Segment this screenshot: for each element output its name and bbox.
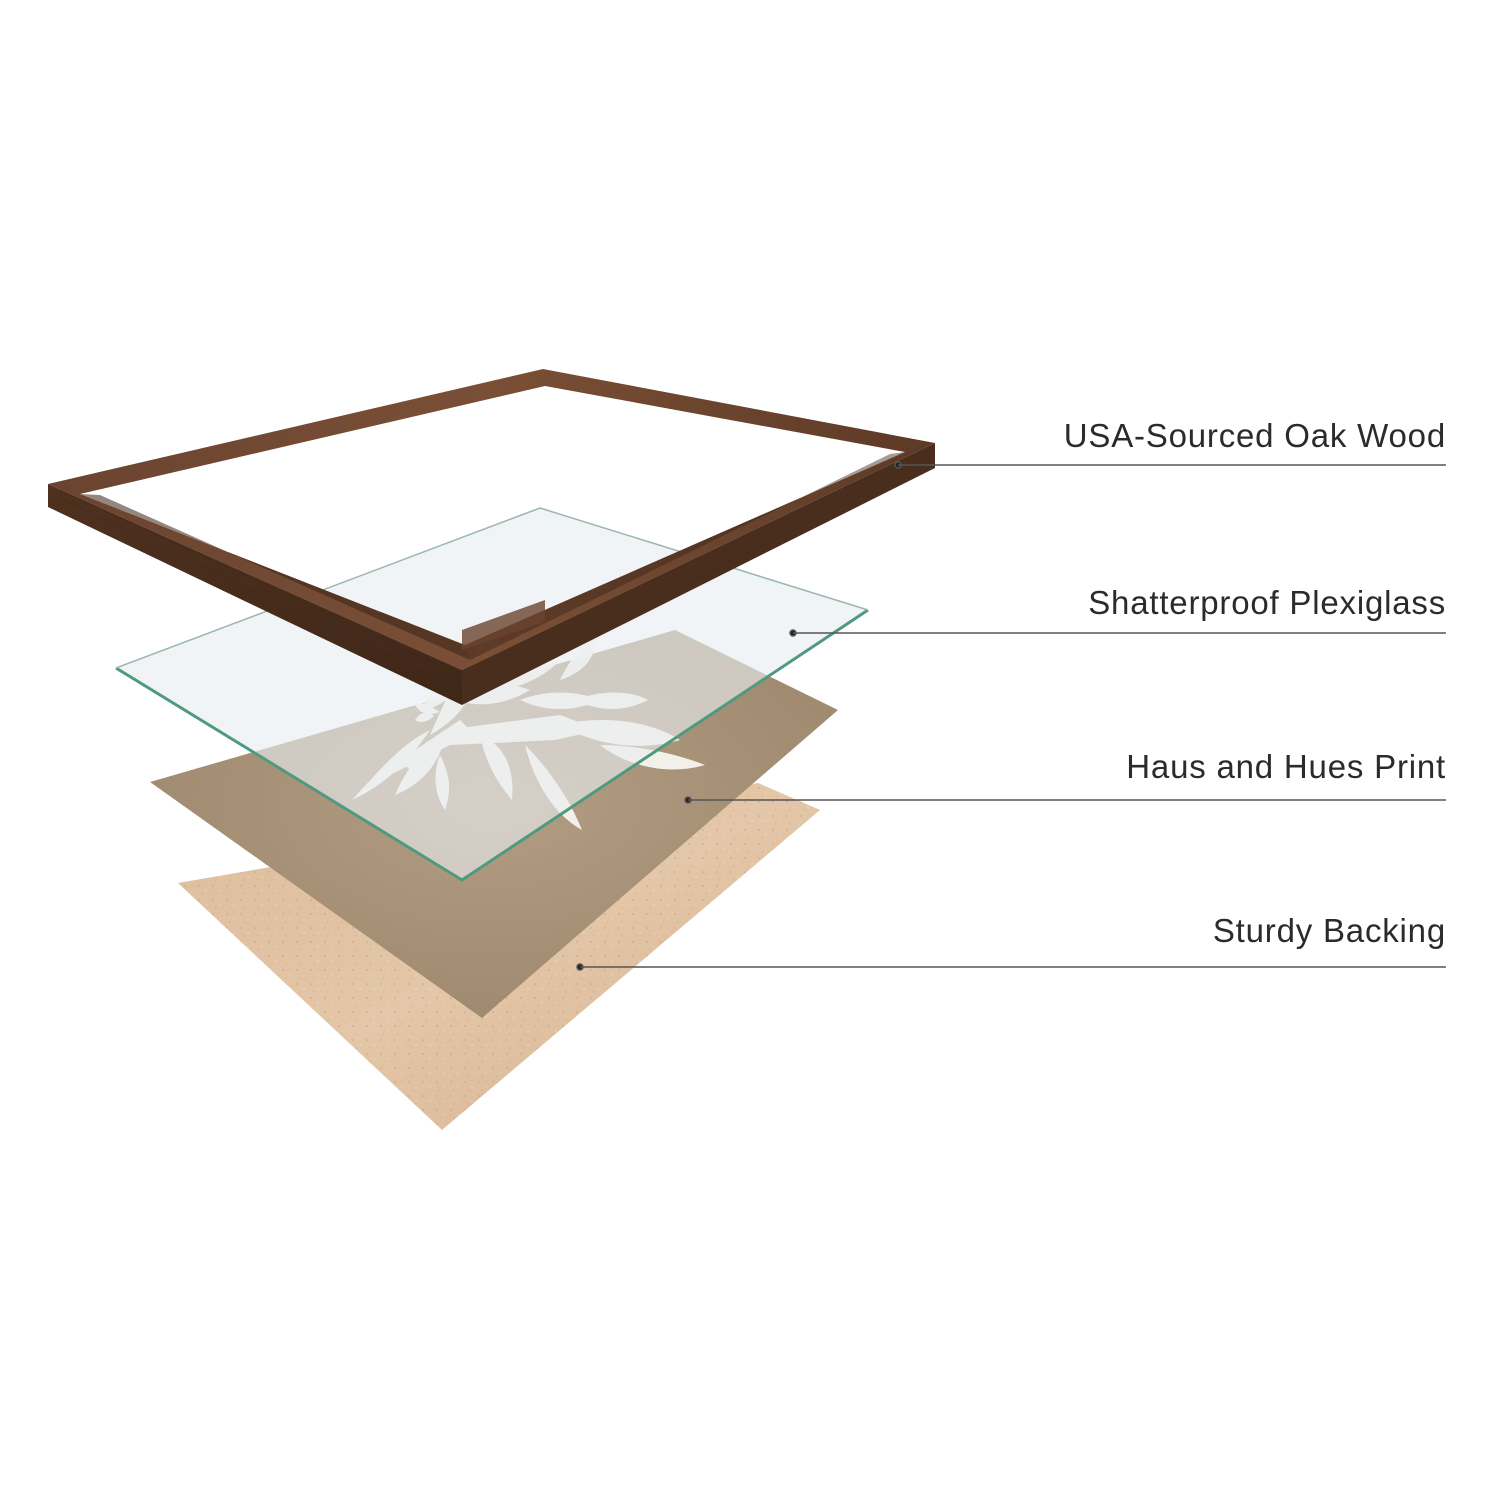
- leader-backing: [576, 963, 1446, 971]
- leader-lines: [576, 461, 1446, 971]
- label-frame: USA-Sourced Oak Wood: [1063, 417, 1446, 454]
- label-backing: Sturdy Backing: [1212, 912, 1446, 949]
- leader-frame: [894, 461, 1446, 469]
- label-print: Haus and Hues Print: [1126, 748, 1446, 785]
- label-glass: Shatterproof Plexiglass: [1088, 584, 1446, 621]
- leader-glass: [789, 629, 1446, 637]
- leader-print: [684, 796, 1446, 804]
- oak-frame: [48, 369, 935, 705]
